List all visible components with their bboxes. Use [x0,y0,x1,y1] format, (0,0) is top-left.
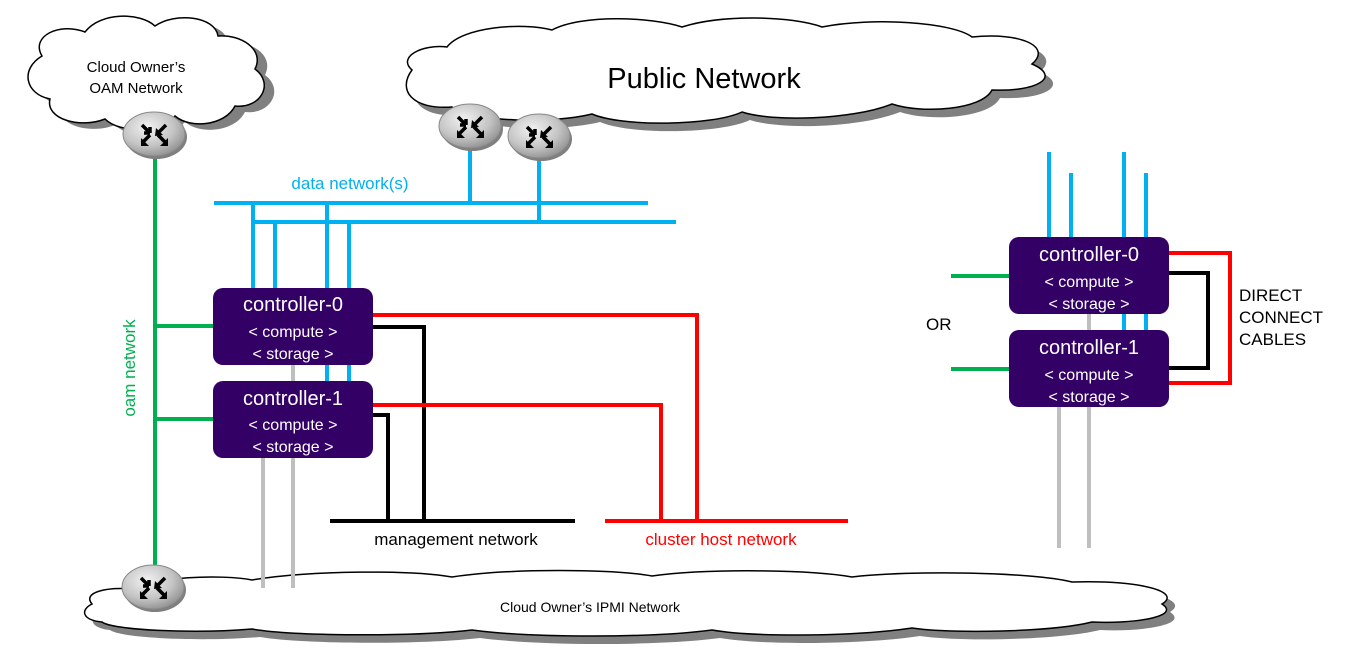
data-network-label: data network(s) [291,174,408,193]
cloud-body [83,569,1168,637]
node-role-storage: < storage > [253,346,334,363]
node-role-compute: < compute > [1045,367,1134,384]
cloud-body [27,15,266,130]
public-cloud-label: Public Network [607,63,801,95]
node-role-compute: < compute > [1045,274,1134,291]
or-label: OR [926,315,952,334]
router-icon [121,564,186,612]
management-network-lines [330,325,575,523]
left-controller-0[interactable]: controller-0 < compute > < storage > [213,288,373,365]
cluster-host-network-label: cluster host network [645,530,797,549]
node-box [213,288,373,365]
node-box [1009,330,1169,407]
node-name: controller-1 [1039,337,1139,359]
direct-mgmt-cable [1168,271,1210,370]
node-role-compute: < compute > [249,324,338,341]
management-network-label: management network [374,530,538,549]
direct-connect-label-line2: CONNECT [1239,308,1323,327]
direct-cluster-cable [1168,251,1232,385]
router-icon [438,103,503,151]
c0-cluster-link [372,313,699,521]
oam-cloud-label-line1: Cloud Owner’s [87,59,186,76]
cloud-body [405,17,1046,124]
oam-network-label: oam network [120,319,139,417]
node-role-storage: < storage > [1049,296,1130,313]
node-role-storage: < storage > [1049,389,1130,406]
c1-mgmt-link [372,413,390,521]
direct-connect-label-line1: DIRECT [1239,286,1302,305]
c0-mgmt-link [372,325,426,521]
c1-cluster-link [372,403,663,521]
ipmi-cloud-label: Cloud Owner’s IPMI Network [500,599,681,615]
router-icon [507,113,572,161]
right-ipmi-links [1057,314,1091,548]
public-network-cloud: Public Network [405,17,1054,132]
node-box [1009,237,1169,314]
right-controller-0[interactable]: controller-0 < compute > < storage > [1009,237,1169,314]
node-name: controller-1 [243,388,343,410]
node-name: controller-0 [1039,244,1139,266]
oam-network-lines [153,150,214,572]
right-oam-links [951,274,1010,371]
cluster-host-network-lines [372,313,848,523]
ipmi-network-cloud: Cloud Owner’s IPMI Network [83,569,1176,644]
node-box [213,381,373,458]
oam-network-cloud: Cloud Owner’s OAM Network [27,15,275,136]
node-name: controller-0 [243,294,343,316]
node-role-compute: < compute > [249,417,338,434]
direct-connect-label-line3: CABLES [1239,330,1306,349]
oam-cloud-label-line2: OAM Network [89,80,183,97]
direct-connect-cables [1168,251,1232,385]
router-icon [122,111,187,159]
left-controller-1[interactable]: controller-1 < compute > < storage > [213,381,373,458]
right-controller-1[interactable]: controller-1 < compute > < storage > [1009,330,1169,407]
node-role-storage: < storage > [253,439,334,456]
